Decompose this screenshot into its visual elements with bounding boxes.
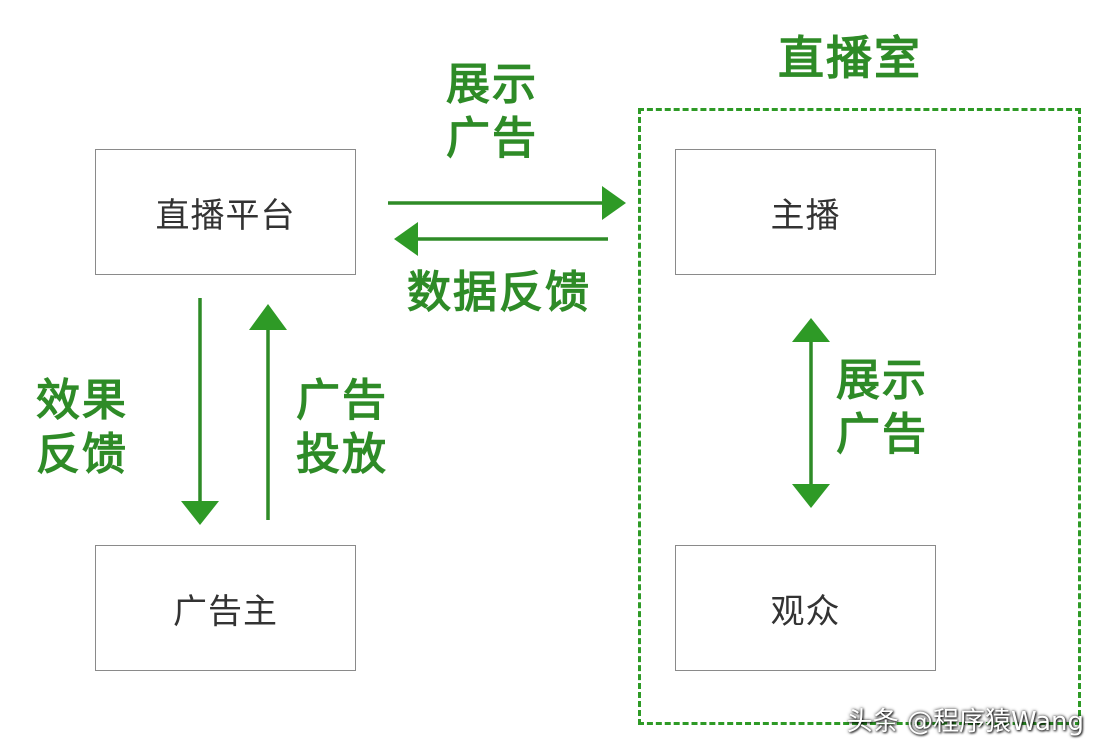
- effect-feedback-label-line2: 反馈: [36, 429, 128, 480]
- show-ad-label: 展示 广告: [446, 58, 538, 166]
- show-ad-arrow: [388, 186, 626, 220]
- room-show-ad-label-line1: 展示: [836, 355, 928, 406]
- room-show-ad-label-line2: 广告: [836, 409, 928, 460]
- live-room-title: 直播室: [778, 31, 922, 85]
- ad-delivery-label-line1: 广告: [296, 375, 388, 426]
- effect-feedback-label-line1: 效果: [36, 375, 128, 426]
- audience-node: 观众: [675, 545, 936, 671]
- ad-delivery-arrow: [249, 304, 287, 520]
- audience-label: 观众: [770, 591, 841, 632]
- advertiser-label: 广告主: [173, 591, 278, 632]
- platform-label: 直播平台: [155, 195, 296, 236]
- live-room-boundary: [638, 108, 1081, 725]
- ad-delivery-label: 广告 投放: [296, 374, 388, 482]
- data-feedback-arrow: [394, 222, 608, 256]
- advertiser-node: 广告主: [95, 545, 356, 671]
- watermark: 头条 @程序猿Wang: [846, 707, 1084, 737]
- show-ad-label-line2: 广告: [446, 113, 538, 164]
- streamer-node: 主播: [675, 149, 936, 275]
- effect-feedback-arrow: [181, 298, 219, 525]
- effect-feedback-label: 效果 反馈: [36, 374, 128, 482]
- ad-delivery-label-line2: 投放: [296, 429, 388, 480]
- room-show-ad-arrow: [792, 318, 830, 508]
- data-feedback-label: 数据反馈: [407, 267, 591, 318]
- show-ad-label-line1: 展示: [446, 59, 538, 110]
- platform-node: 直播平台: [95, 149, 356, 275]
- room-show-ad-label: 展示 广告: [836, 354, 928, 462]
- streamer-label: 主播: [770, 195, 841, 236]
